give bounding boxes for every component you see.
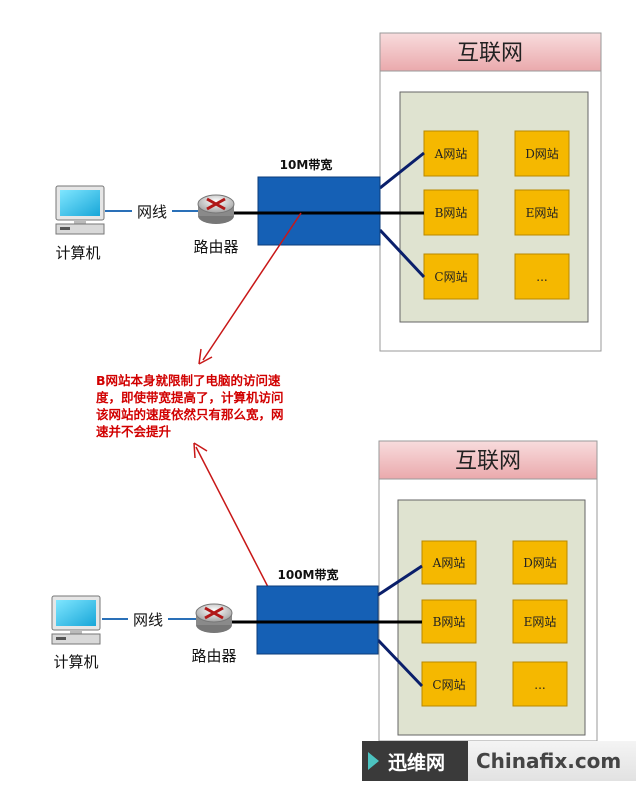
- bandwidth-label: 100M带宽: [278, 567, 339, 582]
- site-label-b: B网站: [435, 206, 468, 220]
- computer-label: 计算机: [53, 653, 98, 671]
- bandwidth-box: [257, 176, 381, 246]
- site-label-d: D网站: [525, 147, 559, 161]
- note-line-3: 该网站的速度依然只有那么宽，网: [96, 407, 284, 422]
- watermark-brand-cn: 迅维网: [388, 751, 446, 774]
- site-label-c: C网站: [432, 678, 465, 692]
- arrow-down-head: [193, 442, 208, 459]
- note-line-4: 速并不会提升: [96, 424, 172, 439]
- site-box-a: [421, 540, 477, 585]
- router-icon: [197, 194, 235, 224]
- site-label-more: ...: [536, 270, 547, 284]
- watermark-logo: 迅维网: [362, 741, 468, 781]
- bottom-diagram: 互联网 A网站 D网站 B网站 E网站 C网站 ... 100M带宽 网线: [51, 440, 598, 742]
- computer-icon: [51, 595, 101, 645]
- note-line-2: 度，即使带宽提高了，计算机访问: [96, 390, 284, 405]
- site-box-c: [421, 661, 477, 707]
- site-label-e: E网站: [524, 615, 557, 629]
- site-label-d: D网站: [523, 556, 557, 570]
- arrow-up-line: [202, 212, 302, 361]
- site-label-c: C网站: [434, 270, 467, 284]
- annotation: B网站本身就限制了电脑的访问速 度，即使带宽提高了，计算机访问 该网站的速度依然…: [96, 212, 302, 621]
- cable-label: 网线: [133, 611, 163, 629]
- site-label-a: A网站: [432, 556, 466, 570]
- site-label-b: B网站: [433, 615, 466, 629]
- internet-title: 互联网: [457, 41, 523, 66]
- bandwidth-label: 10M带宽: [280, 157, 333, 172]
- site-box-e: [514, 189, 570, 236]
- site-box-c: [423, 253, 479, 300]
- router-label: 路由器: [191, 647, 236, 665]
- site-box-d: [514, 130, 570, 177]
- site-box-a: [423, 130, 479, 177]
- note-line-1: B网站本身就限制了电脑的访问速: [96, 373, 281, 388]
- site-box-more: [514, 253, 570, 300]
- chevron-right-icon: [362, 741, 384, 781]
- site-box-d: [512, 540, 568, 585]
- cable-label: 网线: [137, 203, 167, 221]
- internet-title: 互联网: [455, 449, 521, 474]
- site-label-a: A网站: [434, 147, 468, 161]
- website-grid: A网站 D网站 B网站 E网站 C网站 ...: [423, 130, 570, 300]
- bandwidth-box: [256, 585, 379, 655]
- site-label-more: ...: [534, 678, 545, 692]
- site-box-e: [512, 599, 568, 644]
- website-grid: A网站 D网站 B网站 E网站 C网站 ...: [421, 540, 568, 707]
- router-label: 路由器: [193, 238, 238, 256]
- computer-icon: [55, 185, 105, 235]
- site-box-more: [512, 661, 568, 707]
- site-box-b: [423, 189, 479, 236]
- site-label-e: E网站: [526, 206, 559, 220]
- arrow-up-head: [198, 348, 213, 365]
- watermark-brand-en: Chinafix.com: [476, 749, 622, 773]
- top-diagram: 互联网 A网站 D网站 B网站 E网站 C网站 ... 10M带宽: [55, 32, 602, 352]
- computer-label: 计算机: [55, 244, 100, 262]
- watermark: 迅维网 Chinafix.com: [362, 741, 636, 781]
- router-icon: [195, 603, 233, 633]
